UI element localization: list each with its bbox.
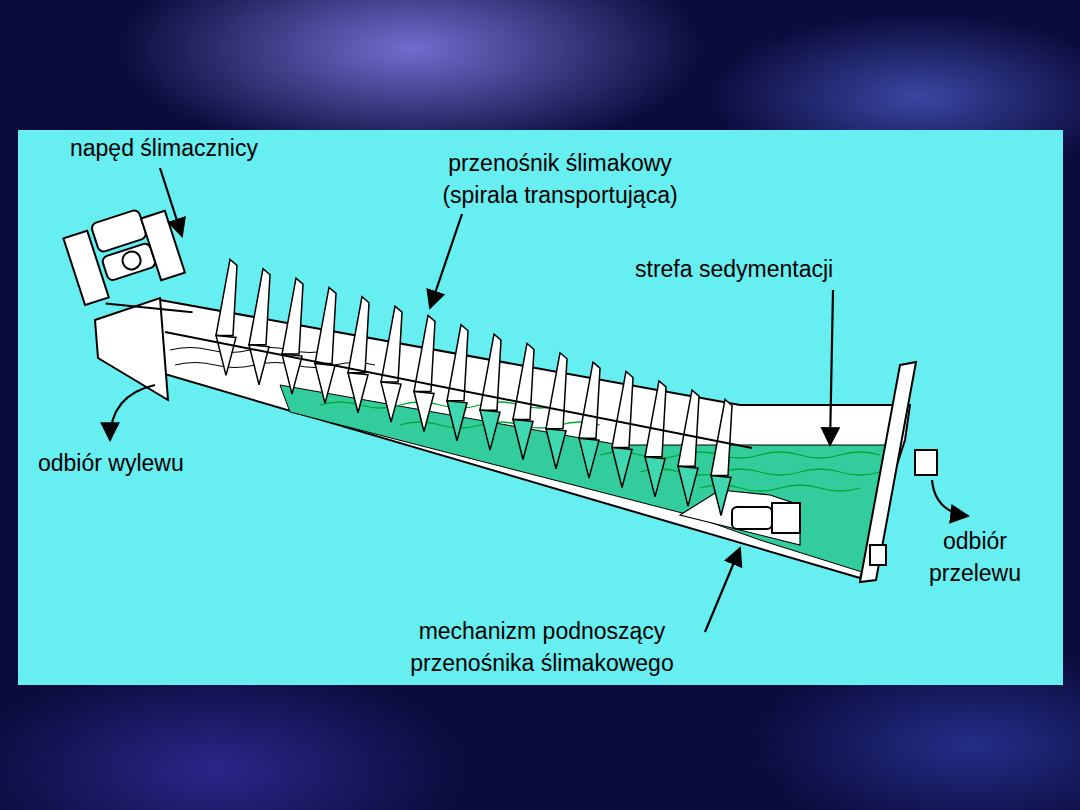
screw-flight-lower	[315, 363, 335, 403]
screw-flight	[216, 259, 237, 335]
screw-flight	[282, 278, 303, 354]
screw-flight-lower	[480, 410, 500, 450]
screw-flight	[645, 381, 666, 457]
water-waves	[320, 402, 880, 491]
callout-label: odbiór przelewu	[915, 525, 1035, 589]
screw-flight-lower	[282, 354, 302, 394]
callout-label: strefa sedymentacji	[635, 253, 895, 285]
screw-shaft	[165, 332, 752, 448]
screw-flight	[315, 287, 336, 363]
screw-flight-lower	[216, 335, 236, 375]
sediment	[680, 490, 800, 545]
sand-waves	[170, 348, 375, 368]
screw-flight-lower	[381, 382, 401, 422]
trough-end	[95, 298, 168, 400]
screw-flight	[546, 353, 567, 429]
screw-flight-lower	[348, 373, 368, 413]
lifting-mechanism	[732, 503, 800, 533]
callout-label: przenośnik ślimakowy (spirala transportu…	[410, 147, 710, 211]
screw-flight	[513, 343, 534, 419]
screw-flight-lower	[579, 438, 599, 478]
screw-flight	[414, 315, 435, 391]
screw-flight	[678, 390, 699, 466]
screw-flight-lower	[711, 476, 731, 516]
screw-flight-lower	[612, 447, 632, 487]
screw-flights	[216, 259, 732, 515]
screw-flight-lower	[513, 419, 533, 459]
screw-flight-lower	[645, 457, 665, 497]
screw-flight-lower	[546, 429, 566, 469]
screw-flight	[381, 306, 402, 382]
screw-flight	[711, 400, 732, 476]
screw-flight	[579, 362, 600, 438]
screw-flight	[249, 269, 270, 345]
callout-label: mechanizm podnoszący przenośnika ślimako…	[372, 615, 712, 679]
callout-label: napęd ślimacznicy	[70, 132, 330, 164]
screw-flight-lower	[414, 391, 434, 431]
screw-flight-lower	[447, 401, 467, 441]
screw-flight	[348, 297, 369, 373]
screw-flight-lower	[678, 466, 698, 506]
screw-flight	[612, 371, 633, 447]
weir-plate	[860, 362, 937, 582]
callout-label: odbiór wylewu	[38, 447, 268, 479]
leader-arrows	[110, 168, 968, 632]
trough	[97, 300, 910, 578]
